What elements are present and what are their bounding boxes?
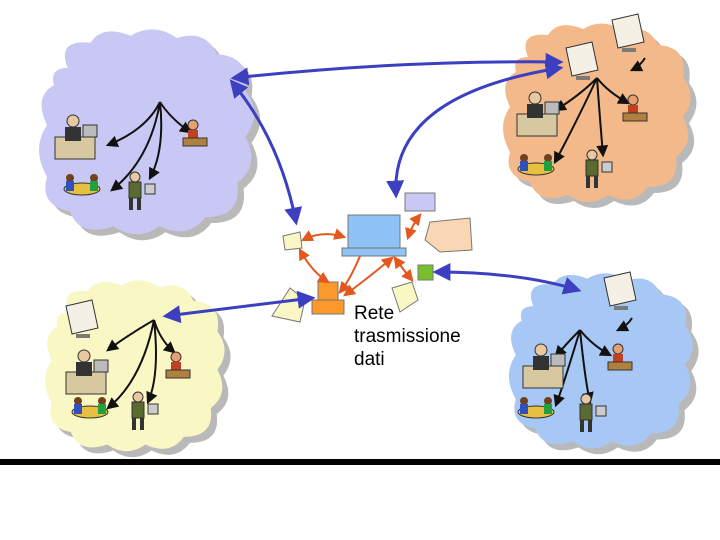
computer-icon [611,13,645,52]
inter-network-links [162,52,582,324]
meeting-icon [517,397,555,419]
technician-icon [128,171,156,210]
network-node-center-base [341,247,407,257]
network-node-left [282,231,303,251]
meeting-icon [517,154,555,176]
network-node-bottom-base [311,299,345,315]
network-label-line-2: trasmissione [354,326,461,347]
network-node-top [404,192,436,212]
network-node-bottom [317,281,339,303]
network-node-green [417,264,434,281]
network-node-right-shape [391,281,419,313]
network-label: Rete trasmissione dati [354,302,461,371]
technician-icon [131,391,159,430]
computer-icon [65,299,99,338]
computer-icon [603,271,637,310]
network-node-left-2 [271,287,306,323]
network-node-center [347,214,401,252]
technician-icon [585,149,613,188]
office-worker-icon [516,91,560,137]
bottom-rule [0,459,720,465]
network-label-line-3: dati [354,349,385,370]
network-node-peach [424,217,473,253]
office-worker-icon [54,114,98,160]
operator-icon [607,343,633,371]
network-label-line-1: Rete [354,303,395,324]
operator-icon [182,119,208,147]
computer-icon [565,41,599,80]
office-worker-icon [65,349,109,395]
meeting-icon [63,174,101,196]
operator-icon [622,94,648,122]
operator-icon [165,351,191,379]
office-worker-icon [522,343,566,389]
local-links [105,57,646,410]
meeting-icon [71,397,109,419]
technician-icon [579,393,607,432]
